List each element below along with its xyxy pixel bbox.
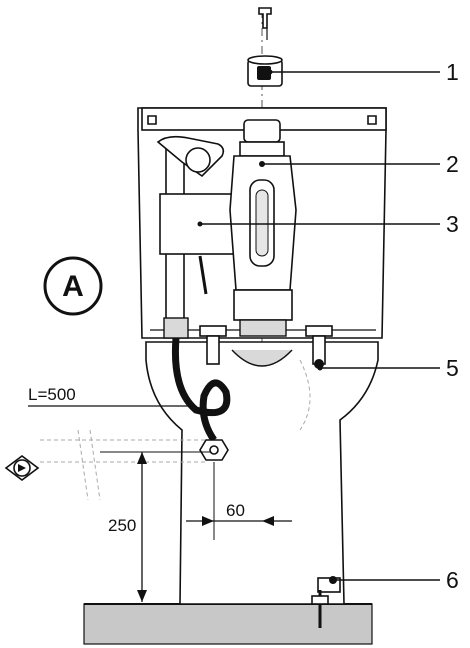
water-supply-valve-icon [4, 455, 40, 481]
flush-valve [229, 119, 297, 337]
flush-button-assembly [247, 7, 283, 87]
callout-5: 5 [446, 355, 459, 381]
offset-dimension [186, 462, 292, 540]
callout-6: 6 [446, 567, 459, 593]
supply-hose [171, 337, 231, 461]
height-dimension-label: 250 [108, 516, 136, 535]
callout-3: 3 [446, 211, 459, 237]
water-supply-pipe [40, 429, 208, 501]
offset-dimension-label: 60 [226, 501, 245, 520]
callout-1: 1 [446, 59, 459, 85]
view-label-circle [43, 256, 103, 316]
hose-length-label: L=500 [28, 385, 76, 404]
view-label: A [62, 270, 84, 303]
floor [83, 603, 373, 645]
callout-2: 2 [446, 151, 459, 177]
height-dimension [100, 451, 210, 602]
floor-fixing [311, 576, 341, 628]
fixing-bolts [199, 325, 333, 369]
